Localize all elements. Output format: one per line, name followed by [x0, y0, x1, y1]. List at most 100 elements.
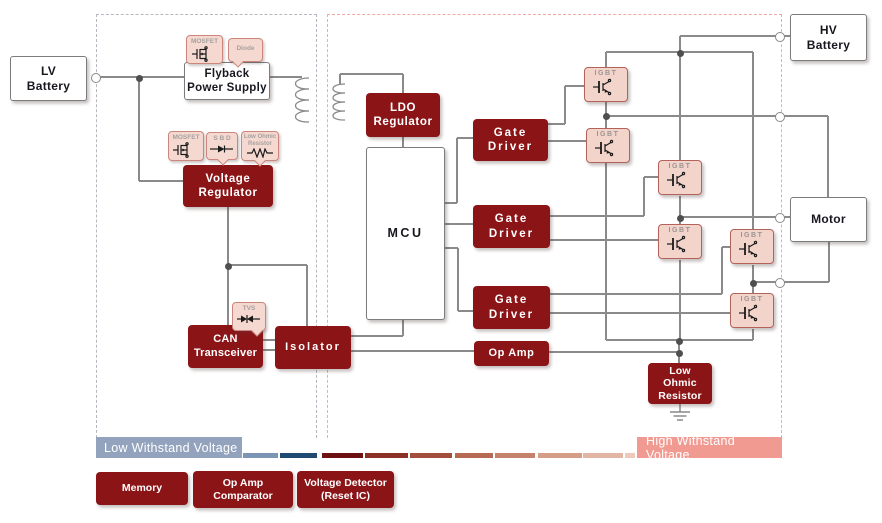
connector-line [351, 335, 403, 337]
igbt-3: IGBT [658, 160, 702, 195]
connector-line [784, 216, 790, 218]
igbt-label: IGBT [740, 296, 764, 303]
igbt-icon [667, 235, 686, 253]
terminal-circle [775, 112, 785, 122]
junction-dot [749, 279, 757, 287]
connector-line [606, 115, 777, 117]
high-withstand-zone-border [327, 14, 782, 438]
connector-line [784, 281, 829, 283]
gradient-segment [322, 453, 363, 458]
gradient-segment [583, 453, 623, 458]
junction-dot [675, 337, 683, 345]
resistor-icon [247, 148, 273, 159]
connector-line [443, 202, 457, 204]
connector-line [457, 248, 459, 311]
connector-line [605, 52, 607, 67]
junction-dot [224, 262, 232, 270]
igbt-icon [739, 240, 758, 258]
junction-dot [676, 49, 684, 57]
low-withstand-voltage-bar: Low Withstand Voltage [96, 437, 242, 458]
connector-line [679, 260, 681, 340]
igbt-icon [667, 171, 686, 189]
mosfet-icon [173, 142, 189, 159]
mosfet-icon [191, 46, 208, 63]
igbt-label: IGBT [740, 232, 764, 239]
gradient-segment [495, 453, 535, 458]
igbt-6: IGBT [730, 293, 774, 328]
gradient-segment [625, 453, 635, 458]
connector-line [340, 73, 403, 75]
gate-driver-2-box: Gate Driver [473, 205, 550, 248]
terminal-circle [775, 32, 785, 42]
can-tvs-tag: TVS [232, 302, 266, 337]
motor-box: Motor [790, 197, 867, 242]
gradient-segment [243, 453, 278, 458]
tvs-tag-label: TVS [242, 305, 256, 312]
connector-line [306, 265, 308, 326]
connector-line [228, 264, 307, 266]
connector-line [565, 85, 584, 87]
flyback-diode-tag: Diode [228, 38, 263, 68]
connector-line [643, 177, 645, 216]
gradient-segment [280, 453, 317, 458]
terminal-circle [775, 213, 785, 223]
gradient-segment [365, 453, 408, 458]
connector-line [644, 176, 658, 178]
connector-line [457, 137, 473, 139]
igbt-icon [595, 139, 614, 157]
high-withstand-voltage-label: High Withstand Voltage [646, 433, 735, 462]
igbt-1: IGBT [584, 67, 628, 102]
connector-line [564, 86, 566, 124]
connector-line [722, 246, 730, 248]
connector-line [339, 74, 341, 84]
connector-line [402, 74, 404, 93]
connector-line [443, 223, 473, 225]
connector-line [138, 77, 140, 181]
connector-line [263, 339, 275, 341]
igbt-label: IGBT [668, 227, 692, 234]
op-amp-box: Op Amp [474, 341, 549, 366]
low-ohmic-resistor-box: Low Ohmic Resistor [648, 363, 712, 404]
low-withstand-voltage-label: Low Withstand Voltage [104, 440, 238, 455]
transformer-secondary-coil [332, 83, 346, 121]
igbt-icon [739, 304, 758, 322]
mcu-box: MCU [366, 147, 445, 320]
connector-line [550, 312, 730, 314]
connector-line [828, 241, 830, 282]
junction-dot [602, 112, 610, 120]
igbt-label: IGBT [596, 131, 620, 138]
gate-driver-3-box: Gate Driver [473, 286, 550, 329]
ground-symbol [670, 404, 690, 421]
connector-line [550, 215, 644, 217]
junction-dot [135, 74, 143, 82]
gradient-segment [410, 453, 452, 458]
isolator-box: Isolator [275, 326, 351, 369]
terminal-circle [91, 73, 101, 83]
mosfet-tag-label: MOSFET [190, 38, 219, 45]
connector-line [548, 140, 586, 142]
connector-line [784, 35, 790, 37]
igbt-5: IGBT [730, 229, 774, 264]
lv-battery-box: LV Battery [10, 56, 87, 101]
connector-line [605, 163, 607, 340]
connector-line [680, 35, 777, 37]
transformer-primary-coil [294, 77, 310, 123]
connector-line [752, 265, 754, 293]
junction-dot [675, 349, 683, 357]
gradient-segment [455, 453, 493, 458]
vreg-mosfet-tag: MOSFET [168, 131, 204, 161]
connector-line [549, 351, 679, 353]
diode-tag-label: Diode [236, 45, 255, 52]
tvs-diode-icon [237, 315, 260, 324]
connector-line [351, 350, 474, 352]
legend-memory: Memory [96, 472, 188, 505]
connector-line [721, 247, 723, 294]
sbd-tag-label: S B D [213, 135, 231, 142]
ldo-regulator-box: LDO Regulator [366, 93, 440, 137]
vreg-sbd-tag: S B D [206, 132, 238, 166]
connector-line [679, 196, 681, 224]
connector-line [456, 138, 458, 203]
flyback-power-supply-box: Flyback Power Supply [184, 62, 270, 100]
schottky-diode-icon [210, 145, 233, 153]
